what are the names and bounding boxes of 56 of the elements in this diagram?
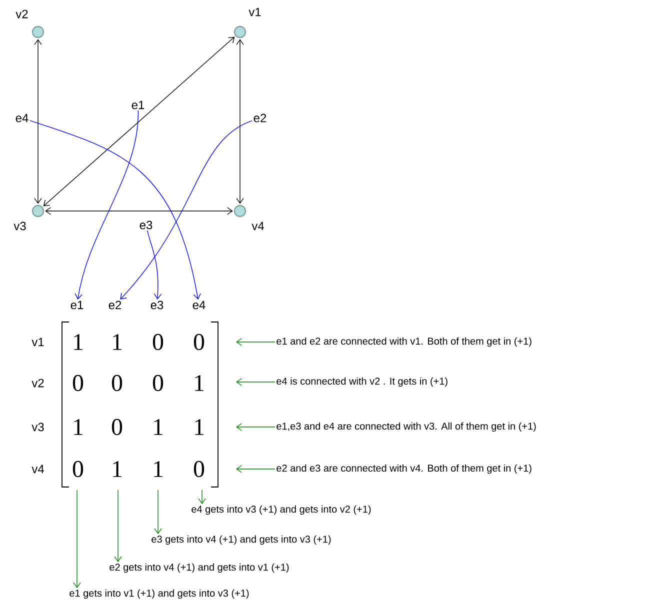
- edge-name: e3: [140, 220, 152, 230]
- arrow: [45, 207, 233, 215]
- matrix-entry: 0: [72, 460, 84, 478]
- node-label: v3: [14, 222, 26, 230]
- arrow: [198, 490, 206, 504]
- matrix-entry: 1: [195, 419, 204, 435]
- note-text: e2 gets into v4 (+1) and gets into v1 (+1): [110, 563, 289, 573]
- arrow: [236, 338, 276, 346]
- matrix-entry: 1: [154, 419, 163, 435]
- matrix-entry: 1: [195, 375, 204, 391]
- edge-name: e2: [108, 300, 122, 310]
- note-text: e1,e3 and e4 are connected with v3. All of them get in (+1): [276, 422, 536, 432]
- row-label: v1: [32, 338, 44, 346]
- arrow: [120, 120, 252, 300]
- edge-name: e3: [150, 300, 164, 310]
- arrow: [34, 39, 42, 204]
- matrix-entry: 1: [154, 461, 163, 477]
- note-text: e1 gets into v1 (+1) and gets into v3 (+1): [70, 589, 249, 599]
- edge-name: e4: [16, 114, 28, 122]
- node-label: v1: [248, 8, 261, 16]
- arrow: [74, 110, 138, 300]
- row-label: v2: [32, 378, 44, 388]
- arrow: [73, 490, 81, 588]
- matrix-entry: 0: [194, 334, 204, 350]
- arrow: [236, 39, 244, 204]
- matrix-entry: 0: [194, 460, 204, 478]
- matrix-entry: 0: [112, 418, 122, 436]
- matrix-entry: 0: [152, 374, 164, 392]
- arrow: [236, 378, 276, 386]
- row-label: v3: [32, 422, 44, 432]
- arrow: [114, 490, 122, 562]
- row-label: v4: [32, 464, 44, 474]
- arrow: [30, 120, 201, 300]
- matrix-entry: 1: [113, 461, 122, 477]
- edge-name: e1: [132, 100, 144, 110]
- edge-name: e4: [192, 300, 206, 310]
- edge-name: e2: [254, 114, 266, 122]
- edge-name: e1: [70, 300, 84, 310]
- note-text: e4 is connected with v2 . It gets in (+1): [276, 377, 448, 387]
- arrow: [236, 465, 276, 473]
- matrix-entry: 0: [112, 374, 122, 392]
- arrow: [43, 36, 235, 206]
- matrix-entry: 1: [113, 334, 122, 350]
- node-label: v4: [252, 222, 264, 230]
- matrix-entry: 0: [152, 334, 164, 350]
- matrix-entry: 1: [74, 334, 83, 350]
- matrix-entry: 1: [74, 419, 83, 435]
- note-text: e2 and e3 are connected with v4. Both of them get in (+1): [276, 464, 532, 474]
- note-text: e4 gets into v3 (+1) and gets into v2 (+1): [192, 505, 371, 515]
- arrow: [236, 423, 276, 431]
- arrow: [146, 230, 162, 300]
- matrix-entry: 0: [72, 374, 84, 392]
- arrow: [154, 490, 162, 534]
- node-label: v2: [16, 10, 28, 18]
- note-text: e1 and e2 are connected with v1. Both of them get in (+1): [276, 337, 532, 347]
- note-text: e3 gets into v4 (+1) and gets into v3 (+1): [152, 535, 331, 545]
